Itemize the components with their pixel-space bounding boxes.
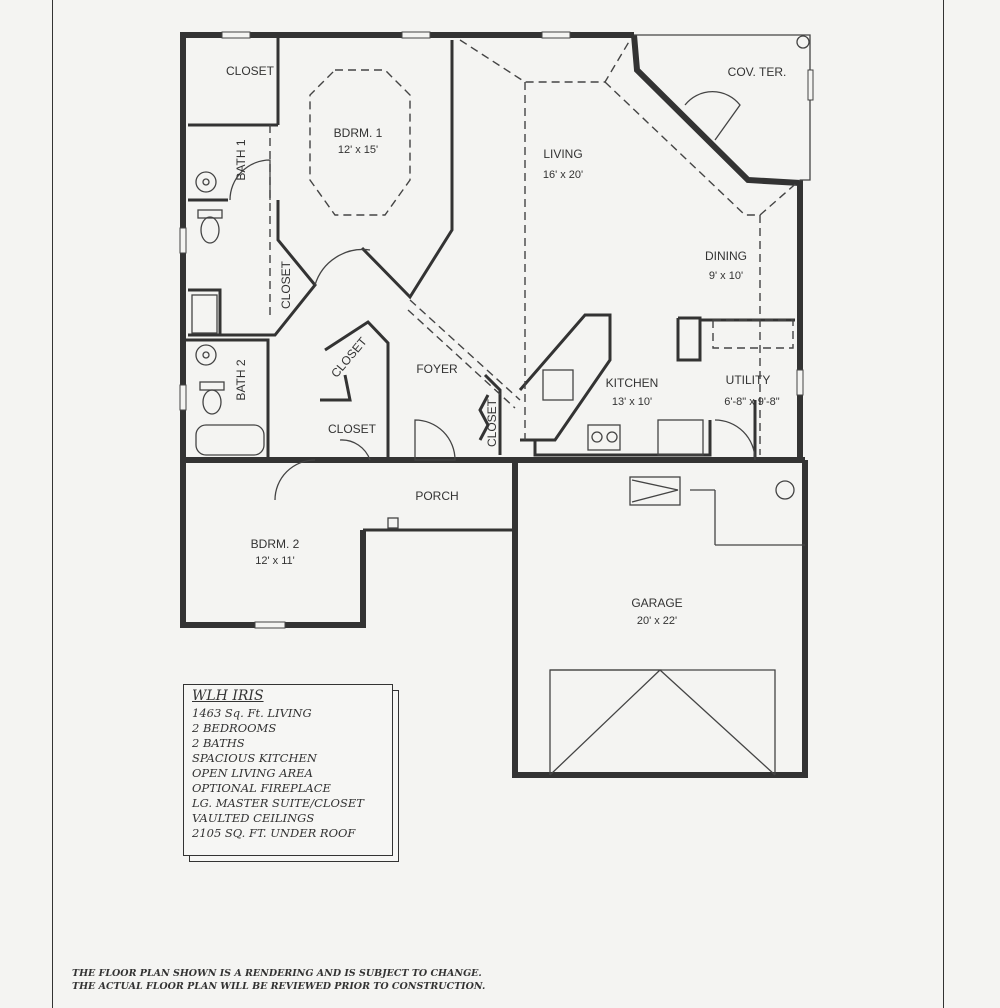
- windows: [179, 31, 814, 629]
- cov-ter-label: COV. TER.: [728, 65, 787, 79]
- interior-walls: [180, 35, 805, 776]
- porch-post: [387, 517, 399, 529]
- garage-label: GARAGE: [631, 596, 682, 610]
- plan-name: WLH IRIS: [192, 688, 264, 704]
- garage-dims: 20' x 22': [637, 615, 677, 627]
- bdrm1-dims: 12' x 15': [338, 144, 378, 156]
- fixtures: [191, 171, 704, 456]
- page-border: [52, 0, 944, 1008]
- foyer-label: FOYER: [416, 362, 458, 376]
- closet-label: CLOSET: [485, 398, 499, 447]
- disclaimer-line: THE FLOOR PLAN SHOWN IS A RENDERING AND …: [72, 968, 482, 979]
- living-dims: 16' x 20': [543, 169, 583, 181]
- utility-label: UTILITY: [726, 373, 771, 387]
- vaulted-ceiling-lines: [269, 39, 801, 455]
- plan-summary-box: WLH IRIS 1463 Sq. Ft. LIVING 2 BEDROOMS …: [183, 684, 393, 856]
- bdrm2-dims: 12' x 11': [255, 555, 294, 567]
- feature-line: 2 BEDROOMS: [192, 721, 277, 735]
- bdrm1-label: BDRM. 1: [334, 126, 383, 140]
- terrace-post: [796, 35, 810, 49]
- feature-line: 2 BATHS: [192, 736, 245, 750]
- utility-dims: 6'-8" x 9'-8": [724, 396, 780, 408]
- bath1-label: BATH 1: [234, 139, 248, 180]
- porch-label: PORCH: [415, 489, 458, 503]
- feature-line: 2105 SQ. FT. UNDER ROOF: [192, 826, 356, 840]
- bdrm2-label: BDRM. 2: [251, 537, 300, 551]
- closet-label: CLOSET: [328, 422, 377, 436]
- feature-line: OPEN LIVING AREA: [192, 766, 313, 780]
- bath2-label: BATH 2: [234, 359, 248, 400]
- dining-dims: 9' x 10': [709, 270, 743, 282]
- closet-label: CLOSET: [328, 334, 370, 380]
- kitchen-label: KITCHEN: [606, 376, 659, 390]
- feature-line: VAULTED CEILINGS: [192, 811, 315, 825]
- terrace-outline: [634, 34, 811, 181]
- disclaimer-line: THE ACTUAL FLOOR PLAN WILL BE REVIEWED P…: [72, 981, 486, 992]
- feature-line: OPTIONAL FIREPLACE: [192, 781, 331, 795]
- doors: [229, 91, 756, 501]
- exterior-walls: [180, 32, 808, 778]
- closet-label: CLOSET: [279, 260, 293, 309]
- kitchen-dims: 13' x 10': [612, 396, 652, 408]
- feature-line: LG. MASTER SUITE/CLOSET: [192, 796, 364, 810]
- living-label: LIVING: [543, 147, 582, 161]
- disclaimer: THE FLOOR PLAN SHOWN IS A RENDERING AND …: [72, 967, 485, 993]
- closet-label: CLOSET: [226, 64, 275, 78]
- dining-label: DINING: [705, 249, 747, 263]
- water-heater: [775, 480, 795, 500]
- feature-line: SPACIOUS KITCHEN: [192, 751, 317, 765]
- feature-line: 1463 Sq. Ft. LIVING: [192, 706, 312, 720]
